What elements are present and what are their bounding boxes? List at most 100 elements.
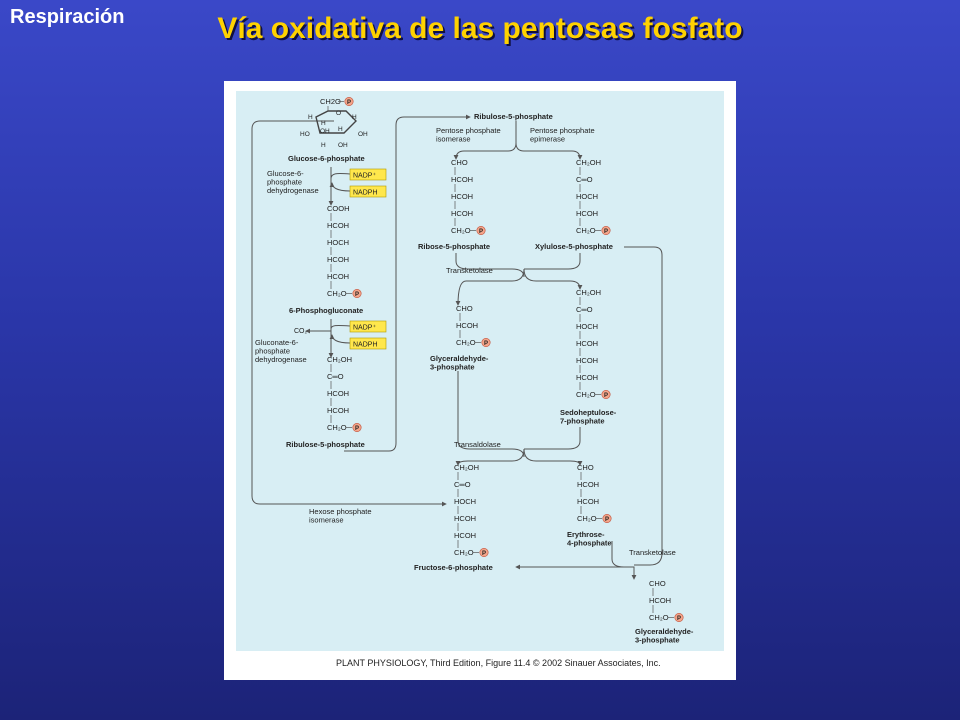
- fructose-6-phosphate-structure-phosphate: P: [479, 547, 489, 557]
- glucose-6-phosphate-phosphate: P: [344, 96, 354, 106]
- svg-text:HCOH: HCOH: [451, 209, 473, 218]
- pathway-panel: [236, 91, 724, 651]
- svg-text:CH₂O: CH₂O: [451, 226, 471, 235]
- co2-label: CO₂: [294, 328, 308, 335]
- svg-text:CH₂O: CH₂O: [327, 289, 347, 298]
- phosphogluconate-structure-phosphate: P: [352, 289, 362, 299]
- arrow-nadph-out-2: [329, 334, 351, 344]
- connector-xu5p-right: [624, 246, 663, 566]
- svg-text:P: P: [355, 426, 359, 432]
- svg-text:OH: OH: [338, 142, 348, 149]
- svg-text:CHO: CHO: [577, 463, 594, 472]
- svg-text:HO: HO: [300, 131, 310, 138]
- ribulose-5-phosphate-left-structure-phosphate: P: [352, 422, 362, 432]
- glyceraldehyde-3-phosphate-a-label: Glyceraldehyde-3-phosphate: [430, 354, 489, 372]
- svg-text:OH: OH: [358, 131, 368, 138]
- nadph-box-1: NADPH: [349, 185, 387, 198]
- arrow-nadp-in-1: [330, 173, 351, 180]
- svg-text:CHO: CHO: [456, 304, 473, 313]
- hexose-isomerase-loop: [251, 120, 447, 507]
- erythrose-4-phosphate-structure-phosphate: P: [602, 513, 612, 523]
- svg-text:HOCH: HOCH: [327, 238, 349, 247]
- svg-text:P: P: [482, 551, 486, 557]
- svg-text:C═O: C═O: [327, 372, 344, 381]
- glyceraldehyde-3-phosphate-b-label: Glyceraldehyde-3-phosphate: [635, 627, 694, 645]
- svg-text:CH₂O: CH₂O: [576, 226, 596, 235]
- erythrose-4-phosphate-label: Erythrose-4-phosphate: [567, 530, 612, 548]
- svg-text:C═O: C═O: [576, 305, 593, 314]
- svg-text:NADPH: NADPH: [353, 190, 378, 197]
- svg-text:HCOH: HCOH: [451, 192, 473, 201]
- nadp-plus-box-2: NADP⁺: [349, 320, 387, 333]
- svg-text:H: H: [321, 142, 326, 149]
- ta-to-f6p: [455, 448, 525, 466]
- sedoheptulose-7-phosphate-structure-phosphate: P: [601, 389, 611, 399]
- svg-text:P: P: [484, 341, 488, 347]
- ribose-5-phosphate-label: Ribose-5-phosphate: [418, 242, 490, 251]
- ta-right-in: [524, 427, 581, 450]
- svg-text:HCOH: HCOH: [576, 356, 598, 365]
- svg-text:HOCH: HOCH: [454, 497, 476, 506]
- pathway-arrows: [251, 114, 663, 580]
- svg-text:HCOH: HCOH: [454, 514, 476, 523]
- section-label: Respiración: [10, 6, 125, 28]
- svg-text:H: H: [338, 126, 343, 133]
- svg-text:HCOH: HCOH: [327, 272, 349, 281]
- svg-text:HCOH: HCOH: [327, 221, 349, 230]
- svg-text:P: P: [677, 616, 681, 622]
- tk1-right-in: [524, 253, 581, 270]
- connector-ru5p-to-top: [344, 114, 471, 452]
- glucose-6-phosphate-label: Glucose-6-phosphate: [288, 154, 365, 163]
- svg-text:H: H: [352, 114, 357, 121]
- fructose-6-phosphate-label: Fructose-6-phosphate: [414, 563, 493, 572]
- svg-text:HCOH: HCOH: [327, 389, 349, 398]
- xylulose-5-phosphate-structure: CH₂OH C═O HOCH HCOH CH₂O: [576, 158, 601, 235]
- xylulose-5-phosphate-label: Xylulose-5-phosphate: [535, 242, 613, 251]
- svg-text:CH₂OH: CH₂OH: [454, 463, 479, 472]
- glyceraldehyde-3-phosphate-a-structure-phosphate: P: [481, 337, 491, 347]
- svg-text:C═O: C═O: [576, 175, 593, 184]
- phosphogluconate-label: 6-Phosphogluconate: [289, 306, 363, 315]
- svg-text:CH₂OH: CH₂OH: [576, 158, 601, 167]
- ribulose-5-phosphate-left-label: Ribulose-5-phosphate: [286, 440, 365, 449]
- svg-text:HCOH: HCOH: [456, 321, 478, 330]
- sedoheptulose-7-phosphate-label: Sedoheptulose-7-phosphate: [560, 408, 617, 426]
- svg-text:O: O: [336, 110, 341, 117]
- arrow-isomerase: [453, 121, 517, 160]
- svg-text:C═O: C═O: [454, 480, 471, 489]
- svg-text:NADP⁺: NADP⁺: [353, 173, 376, 180]
- svg-text:HCOH: HCOH: [576, 209, 598, 218]
- arrow-epimerase: [515, 142, 583, 160]
- ta-to-e4p: [523, 448, 583, 466]
- svg-text:HOCH: HOCH: [576, 322, 598, 331]
- svg-text:P: P: [479, 229, 483, 235]
- svg-text:CH₂OH: CH₂OH: [576, 288, 601, 297]
- ta-left-in: [457, 371, 525, 458]
- arrow-nadp-in-2: [330, 324, 351, 330]
- svg-text:HCOH: HCOH: [577, 497, 599, 506]
- svg-text:H: H: [308, 114, 313, 121]
- svg-text:CH₂O: CH₂O: [456, 338, 476, 347]
- svg-text:P: P: [347, 100, 351, 106]
- svg-text:P: P: [605, 517, 609, 523]
- xylulose-5-phosphate-structure-phosphate: P: [601, 226, 611, 236]
- svg-text:HCOH: HCOH: [649, 596, 671, 605]
- svg-text:HCOH: HCOH: [577, 480, 599, 489]
- svg-text:HCOH: HCOH: [576, 339, 598, 348]
- transketolase-1-label: Transketolase: [446, 266, 493, 275]
- svg-text:P: P: [604, 393, 608, 399]
- svg-text:CHO: CHO: [451, 158, 468, 167]
- nadph-box-2: NADPH: [349, 337, 387, 350]
- svg-text:P: P: [355, 292, 359, 298]
- svg-text:HOCH: HOCH: [576, 192, 598, 201]
- svg-text:CH₂O: CH₂O: [454, 548, 474, 557]
- svg-text:HCOH: HCOH: [451, 175, 473, 184]
- transaldolase-label: Transaldolase: [454, 440, 501, 449]
